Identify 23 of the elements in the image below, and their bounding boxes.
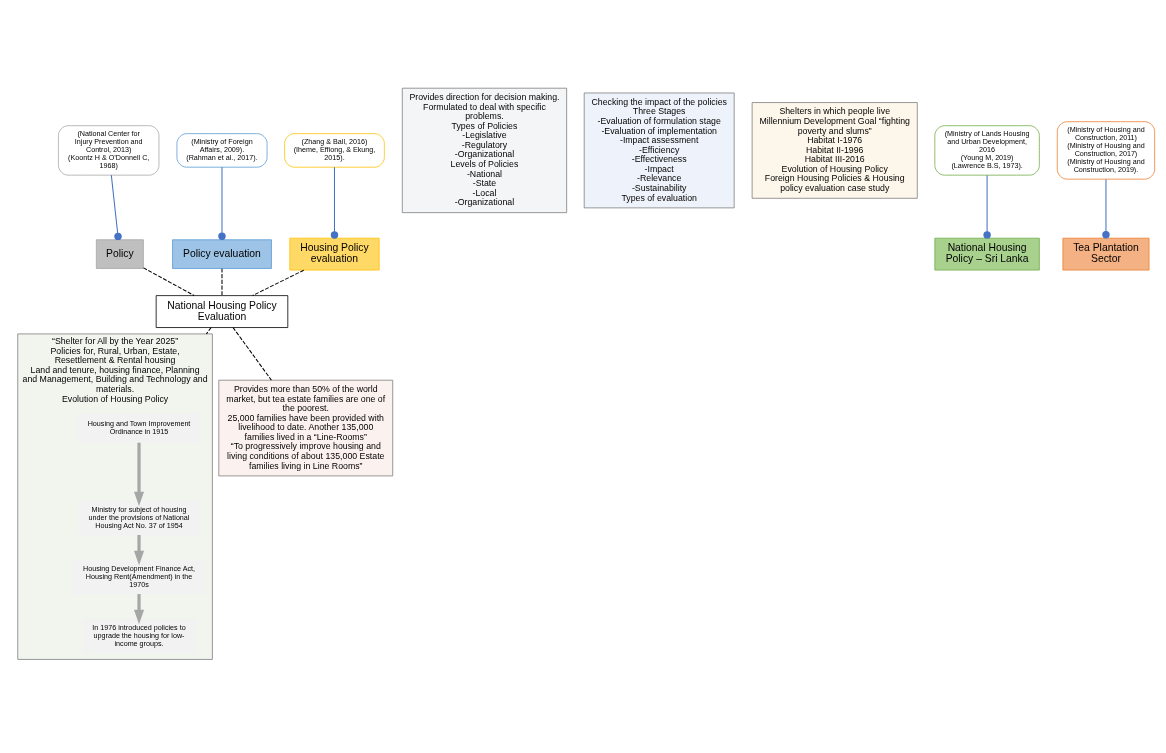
node-box: Tea Plantation Sector xyxy=(1062,237,1150,270)
connector xyxy=(983,174,991,239)
node-box: Shelters in which people live Millennium Development Goal “fighting poverty and slums” Habitat I-1976 Habitat II-1996 Habitat III-2016 Evolution of Housing Policy Foreign Housing Policies & Housing policy evaluation case study xyxy=(751,101,918,199)
connector xyxy=(221,267,223,296)
connector xyxy=(252,269,305,296)
node-box: National Housing Policy – Sri Lanka xyxy=(934,237,1040,270)
connector xyxy=(330,166,339,239)
node-box: Provides more than 50% of the world market, but tea estate families are one of the poorest. 25,000 families have been provided with livelihood to date. Another 135,000 families lived in a “Line-Rooms” “To progressively improve housing and living conditions of about 135,000 Estate families living in Line Rooms” xyxy=(218,379,394,476)
connector xyxy=(1102,178,1110,238)
node-box: Policy xyxy=(95,238,144,269)
node-box: National Housing Policy Evaluation xyxy=(155,294,289,328)
connector xyxy=(143,266,195,296)
node-box: Provides direction for decision making. Formulated to deal with specific problems. Types of Policies -Legislative -Regulatory -Organizational Levels of Policies -National -State -Local -Organizational xyxy=(401,87,568,213)
arrow xyxy=(133,593,145,624)
node-box: Housing Policy evaluation xyxy=(289,237,380,270)
arrow xyxy=(133,442,145,506)
connector xyxy=(110,174,122,240)
node-box: Checking the impact of the policies Three Stages -Evaluation of formulation stage -Evaluation of implementation -Impact assessment -Efficiency -Effectiveness -Impact -Relevance -Sustainability Types of evaluation xyxy=(583,92,735,208)
connector xyxy=(232,326,272,381)
node-box: Policy evaluation xyxy=(172,238,272,269)
arrow xyxy=(133,534,145,565)
connector xyxy=(205,326,212,334)
connector xyxy=(218,166,226,240)
